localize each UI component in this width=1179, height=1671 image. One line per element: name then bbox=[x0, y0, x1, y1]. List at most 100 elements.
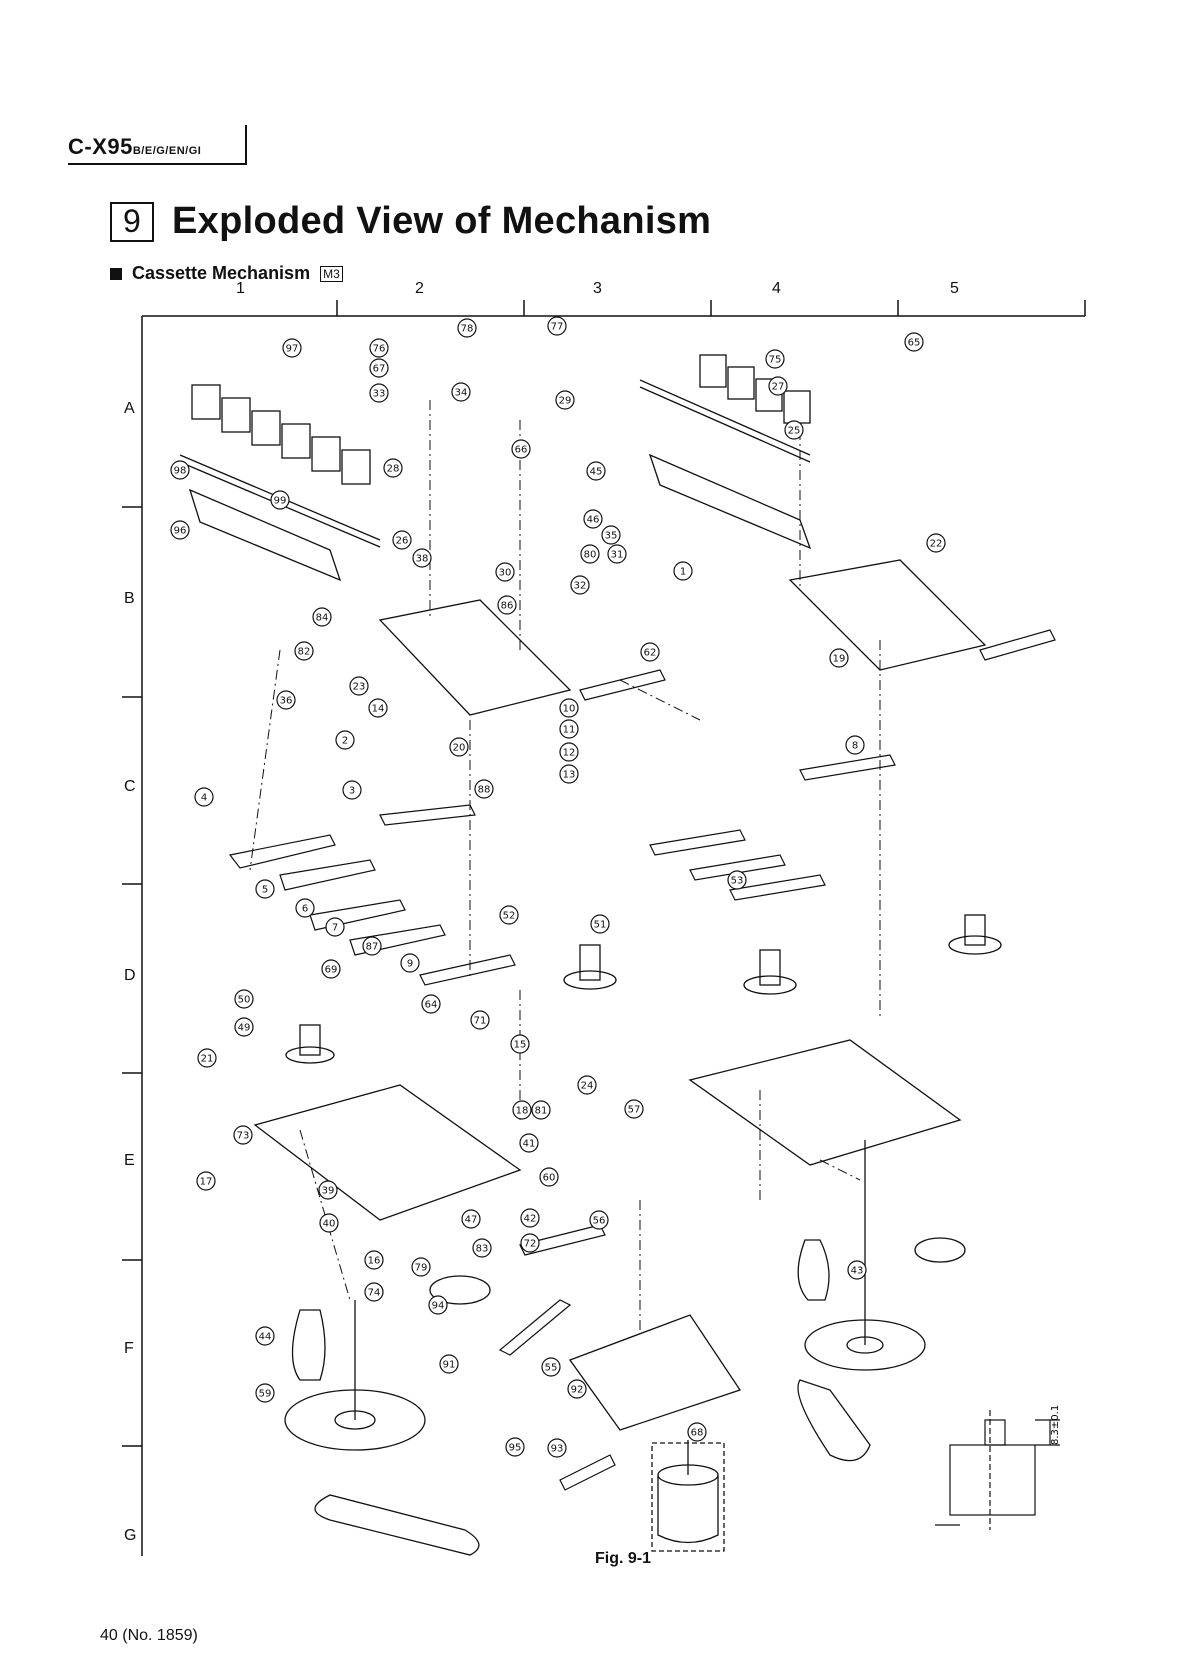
callout-circle bbox=[451, 382, 471, 402]
callout-circle bbox=[325, 917, 345, 937]
callout-number: 95 bbox=[509, 1443, 522, 1454]
callout-number: 33 bbox=[373, 389, 386, 400]
callout-circle bbox=[570, 575, 590, 595]
part-callout: 69 bbox=[321, 959, 341, 979]
callout-circle bbox=[234, 989, 254, 1009]
part-callout: 81 bbox=[531, 1100, 551, 1120]
callout-circle bbox=[196, 1171, 216, 1191]
head-block-left bbox=[179, 384, 381, 582]
callout-circle bbox=[539, 1167, 559, 1187]
callout-circle bbox=[255, 879, 275, 899]
callout-number: 55 bbox=[545, 1363, 558, 1374]
grid-row-label: D bbox=[124, 967, 136, 984]
callout-circle bbox=[520, 1233, 540, 1253]
callout-number: 39 bbox=[322, 1186, 335, 1197]
callout-number: 17 bbox=[200, 1177, 213, 1188]
callout-number: 50 bbox=[238, 995, 251, 1006]
part-callout: 74 bbox=[364, 1282, 384, 1302]
callout-circle bbox=[567, 1379, 587, 1399]
part-callout: 91 bbox=[439, 1354, 459, 1374]
callout-circle bbox=[270, 490, 290, 510]
callout-number: 8 bbox=[852, 741, 858, 752]
callout-number: 15 bbox=[514, 1040, 527, 1051]
callout-number: 91 bbox=[443, 1360, 456, 1371]
callout-number: 82 bbox=[298, 647, 311, 658]
callout-number: 18 bbox=[516, 1106, 529, 1117]
callout-number: 52 bbox=[503, 911, 516, 922]
part-callout: 83 bbox=[472, 1238, 492, 1258]
part-callout: 96 bbox=[170, 520, 190, 540]
part-callout: 31 bbox=[607, 544, 627, 564]
callout-circle bbox=[321, 959, 341, 979]
part-callout: 30 bbox=[495, 562, 515, 582]
part-callout: 95 bbox=[505, 1437, 525, 1457]
callout-number: 74 bbox=[368, 1288, 381, 1299]
callout-circle bbox=[294, 641, 314, 661]
callout-number: 10 bbox=[563, 704, 576, 715]
callout-circle bbox=[349, 676, 369, 696]
callout-circle bbox=[727, 870, 747, 890]
callout-number: 16 bbox=[368, 1256, 381, 1267]
part-callout: 47 bbox=[461, 1209, 481, 1229]
callout-number: 4 bbox=[201, 793, 207, 804]
grid-column-label: 1 bbox=[236, 280, 245, 297]
callout-number: 69 bbox=[325, 965, 338, 976]
part-callout: 4 bbox=[194, 787, 214, 807]
part-callout: 34 bbox=[451, 382, 471, 402]
callout-circle bbox=[276, 690, 296, 710]
callout-circle bbox=[624, 1099, 644, 1119]
callout-number: 94 bbox=[432, 1301, 445, 1312]
part-callout: 18 bbox=[512, 1100, 532, 1120]
part-callout: 45 bbox=[586, 461, 606, 481]
part-callout: 82 bbox=[294, 641, 314, 661]
part-callout: 8 bbox=[845, 735, 865, 755]
part-callout: 62 bbox=[640, 642, 660, 662]
callout-number: 41 bbox=[523, 1139, 536, 1150]
callout-number: 57 bbox=[628, 1105, 641, 1116]
callout-number: 76 bbox=[373, 344, 386, 355]
callout-number: 75 bbox=[769, 355, 782, 366]
part-callout: 35 bbox=[601, 525, 621, 545]
callout-circle bbox=[234, 1017, 254, 1037]
part-callout: 88 bbox=[474, 779, 494, 799]
callout-number: 45 bbox=[590, 467, 603, 478]
callout-number: 2 bbox=[342, 736, 348, 747]
callout-number: 96 bbox=[174, 526, 187, 537]
callout-number: 60 bbox=[543, 1173, 556, 1184]
part-callout: 15 bbox=[510, 1034, 530, 1054]
callout-circle bbox=[439, 1354, 459, 1374]
callout-number: 53 bbox=[731, 876, 744, 887]
callout-number: 30 bbox=[499, 568, 512, 579]
callout-number: 49 bbox=[238, 1023, 251, 1034]
part-callout: 6 bbox=[295, 898, 315, 918]
section-subtitle: Cassette Mechanism M3 bbox=[110, 263, 343, 284]
model-suffix: B/E/G/EN/GI bbox=[132, 145, 202, 157]
callout-number: 92 bbox=[571, 1385, 584, 1396]
part-callout: 39 bbox=[318, 1180, 338, 1200]
callout-circle bbox=[559, 742, 579, 762]
part-callout: 22 bbox=[926, 533, 946, 553]
part-callout: 87 bbox=[362, 936, 382, 956]
callout-circle bbox=[555, 390, 575, 410]
callout-number: 78 bbox=[461, 324, 474, 335]
callout-number: 44 bbox=[259, 1332, 272, 1343]
subtitle-text: Cassette Mechanism bbox=[132, 263, 311, 283]
callout-circle bbox=[170, 520, 190, 540]
part-callout: 14 bbox=[368, 698, 388, 718]
callout-circle bbox=[319, 1213, 339, 1233]
part-callout: 65 bbox=[904, 332, 924, 352]
callout-number: 19 bbox=[833, 654, 846, 665]
part-callout: 44 bbox=[255, 1326, 275, 1346]
callout-number: 35 bbox=[605, 531, 618, 542]
callout-circle bbox=[547, 1438, 567, 1458]
callout-circle bbox=[421, 994, 441, 1014]
callout-circle bbox=[369, 383, 389, 403]
part-callout: 93 bbox=[547, 1438, 567, 1458]
part-callout: 68 bbox=[687, 1422, 707, 1442]
callout-number: 13 bbox=[563, 770, 576, 781]
callout-number: 98 bbox=[174, 466, 187, 477]
part-callout: 20 bbox=[449, 737, 469, 757]
part-callout: 28 bbox=[383, 458, 403, 478]
part-callout: 76 bbox=[369, 338, 389, 358]
